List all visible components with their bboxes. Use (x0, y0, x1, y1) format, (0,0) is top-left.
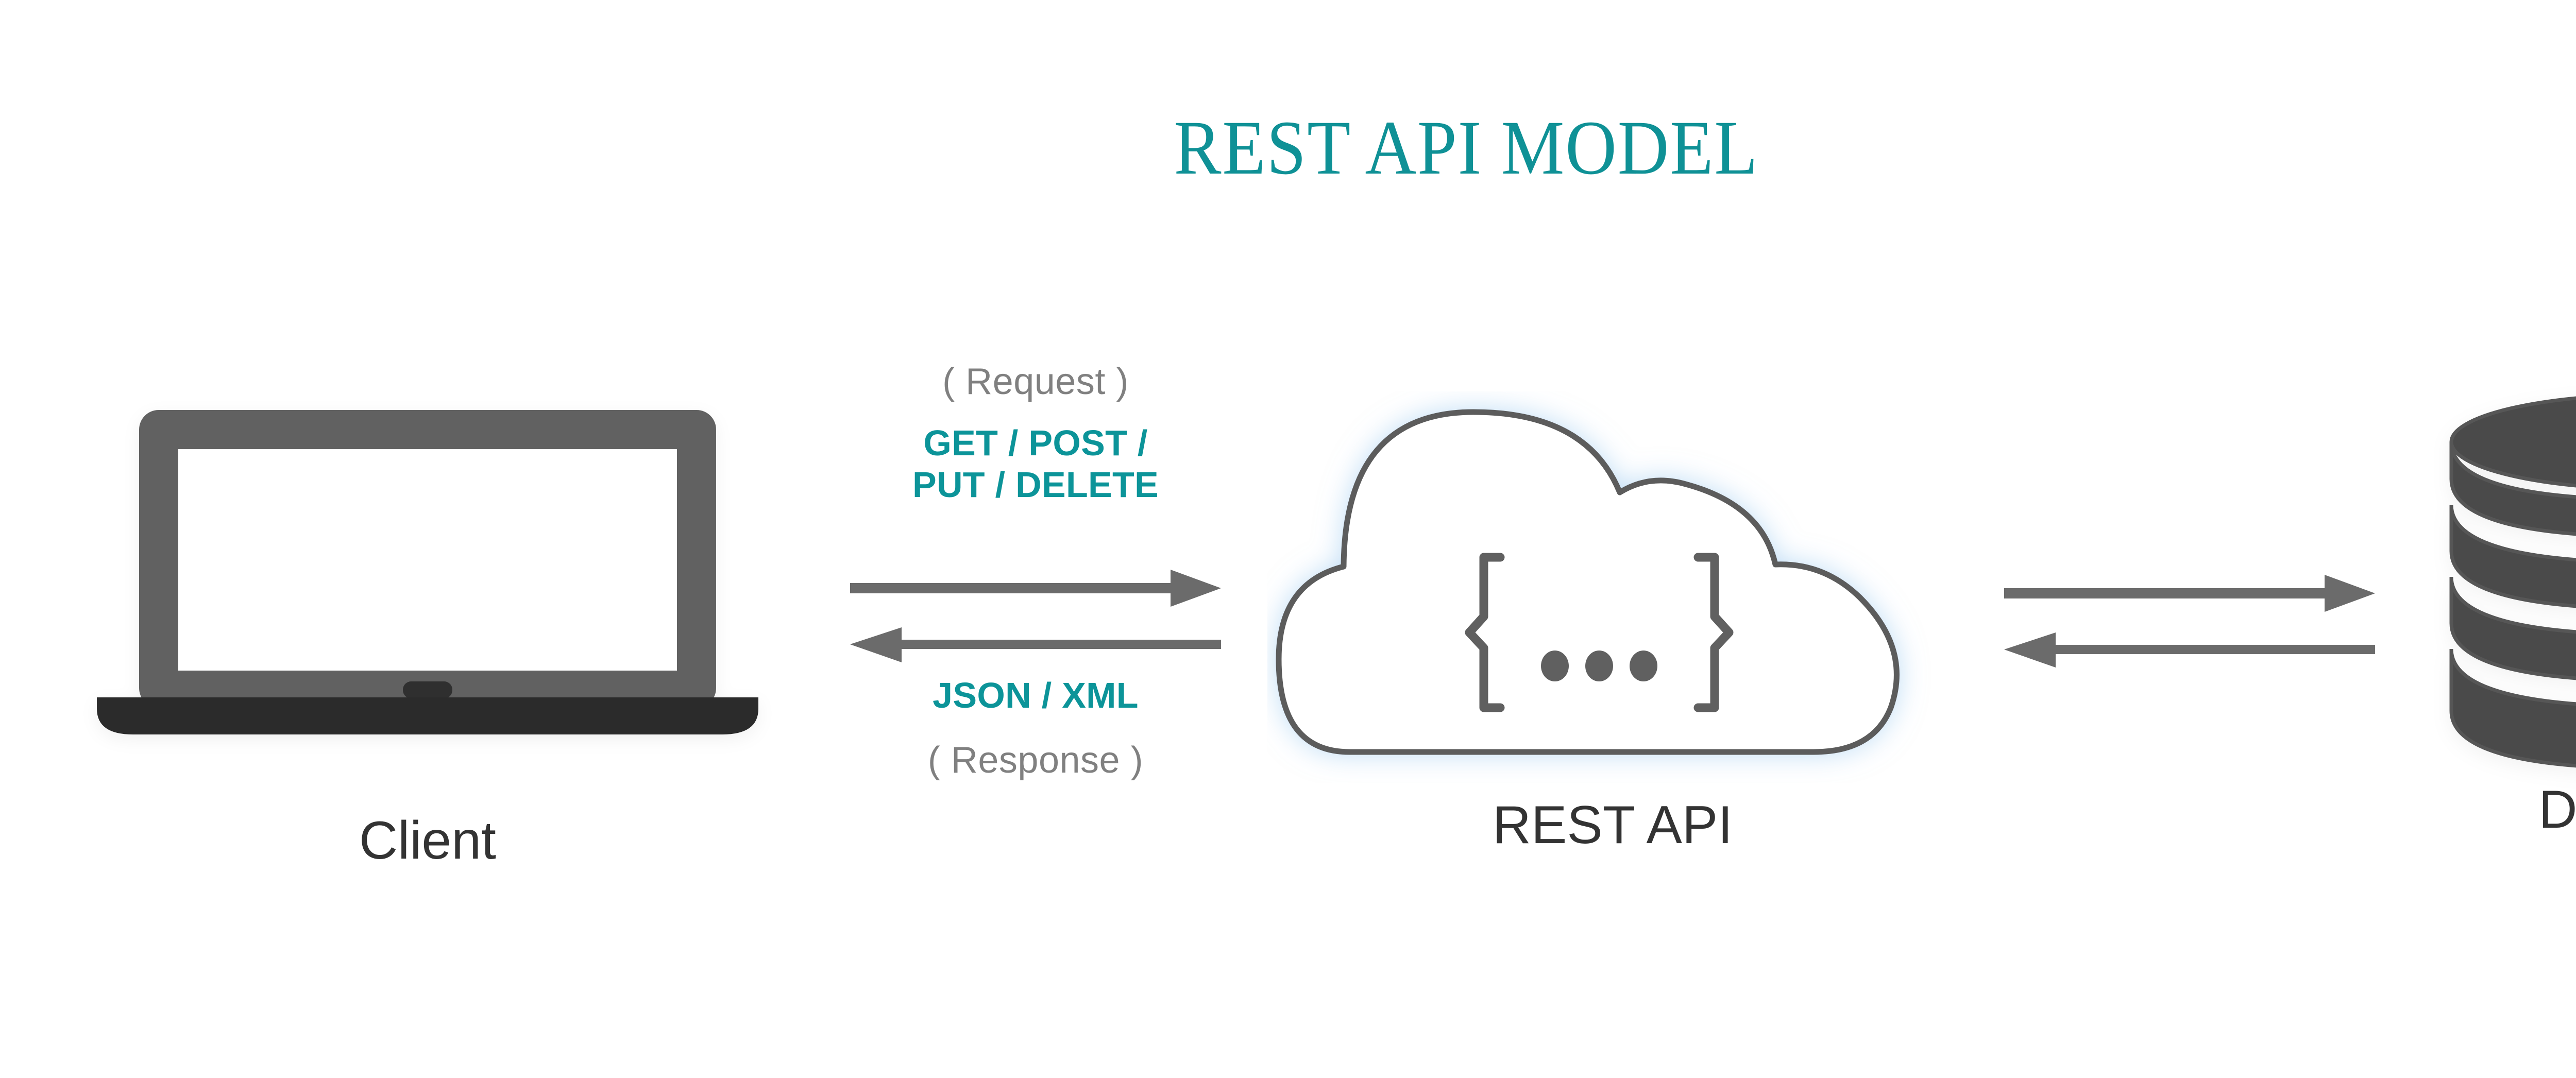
arrow-left-icon (2004, 632, 2375, 668)
arrow-right-icon (850, 570, 1221, 607)
node-caption-rest-api: REST API (1492, 795, 1733, 855)
arrow-right-icon (2004, 575, 2375, 612)
request-methods-line-2: PUT / DELETE (912, 465, 1159, 505)
arrow-pair-client-api (850, 570, 1221, 662)
database-icon (2449, 396, 2576, 768)
request-methods-line-1: GET / POST / (923, 423, 1148, 463)
cloud-icon (1276, 409, 1900, 755)
node-rest-api: REST API (1267, 391, 1958, 852)
node-client: Client (88, 407, 768, 867)
flow-api-to-database (1999, 567, 2380, 670)
flow-client-to-api: ( Request ) GET / POST / PUT / DELETE JS… (845, 361, 1226, 814)
node-caption-client: Client (359, 811, 496, 870)
arrow-pair-api-db (2004, 575, 2375, 668)
response-paren-label: ( Response ) (927, 740, 1144, 781)
node-database: Database (2437, 381, 2576, 836)
arrow-left-icon (850, 627, 1221, 662)
laptop-icon (97, 410, 758, 734)
node-caption-database: Database (2538, 780, 2576, 840)
response-methods-label: JSON / XML (933, 675, 1139, 715)
ellipsis-dots (1541, 651, 1657, 681)
request-methods-label: GET / POST / PUT / DELETE (845, 422, 1226, 506)
request-paren-label: ( Request ) (942, 361, 1129, 402)
page-title: REST API MODEL (1174, 105, 1759, 191)
